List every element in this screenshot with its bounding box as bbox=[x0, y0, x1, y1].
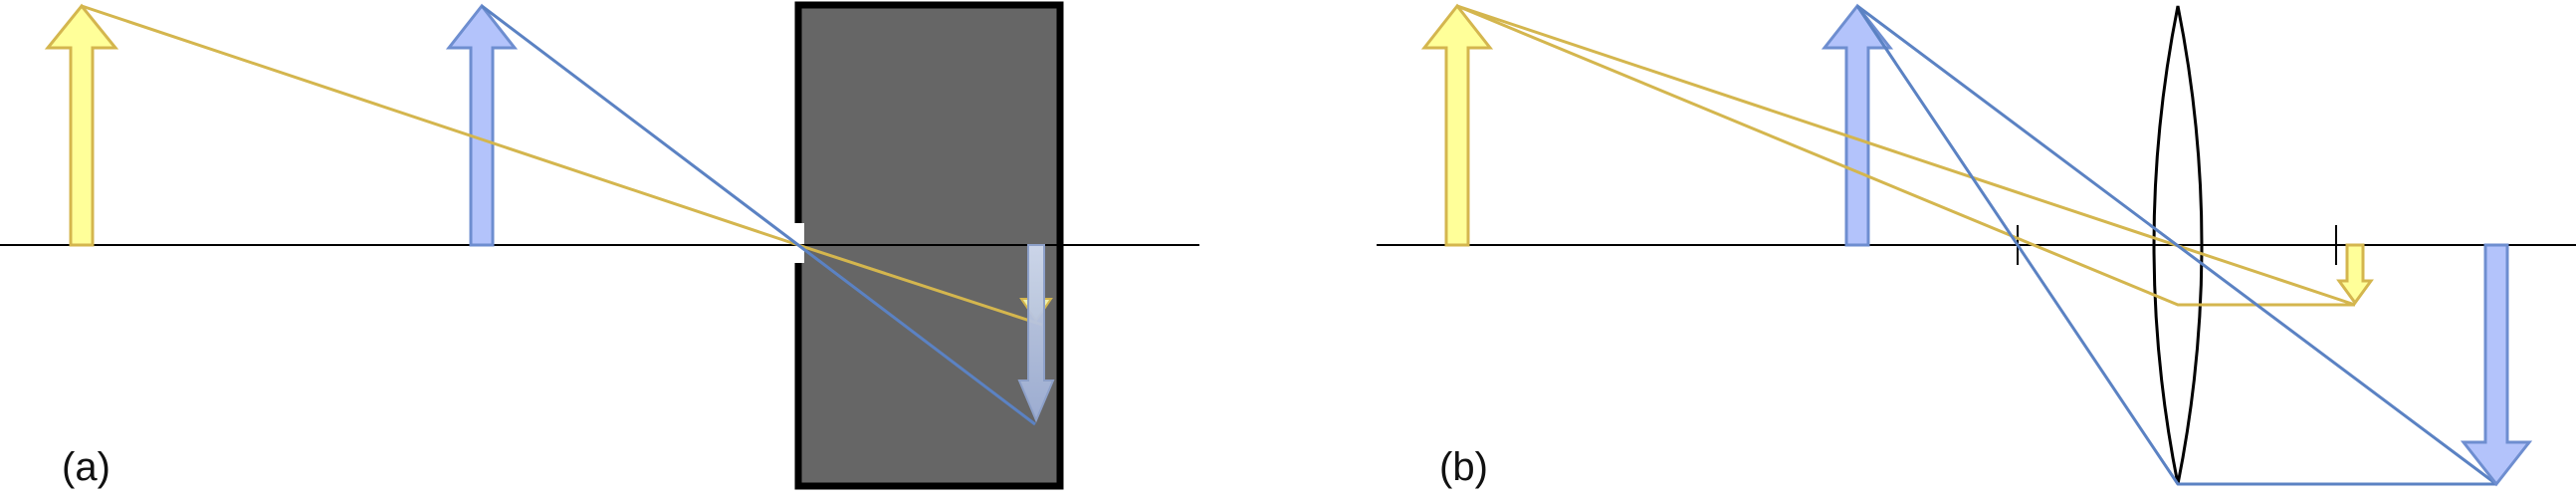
blue-object-arrow-a bbox=[445, 3, 519, 247]
panel-b: (b) bbox=[1377, 3, 2576, 489]
yellow-ray-b-focal bbox=[1456, 4, 2355, 307]
yellow-object-arrow-b bbox=[1420, 3, 1494, 247]
yellow-image-arrow-b bbox=[2336, 243, 2374, 306]
panel-a: (a) bbox=[0, 1, 1199, 490]
yellow-object-arrow-a bbox=[44, 3, 119, 247]
blue-image-arrow-b bbox=[2460, 243, 2533, 487]
pinhole bbox=[794, 223, 804, 263]
blue-object-arrow-b bbox=[1821, 3, 1894, 247]
blue-ray-a bbox=[481, 4, 1036, 426]
yellow-ray-b-center bbox=[1456, 4, 2356, 307]
panel-label-b: (b) bbox=[1439, 445, 1488, 489]
blue-ray-b-center bbox=[1856, 4, 2497, 486]
blue-image-arrow-a bbox=[1017, 244, 1055, 423]
blue-ray-b-focal bbox=[1855, 5, 2496, 486]
panel-label-a: (a) bbox=[62, 445, 110, 489]
